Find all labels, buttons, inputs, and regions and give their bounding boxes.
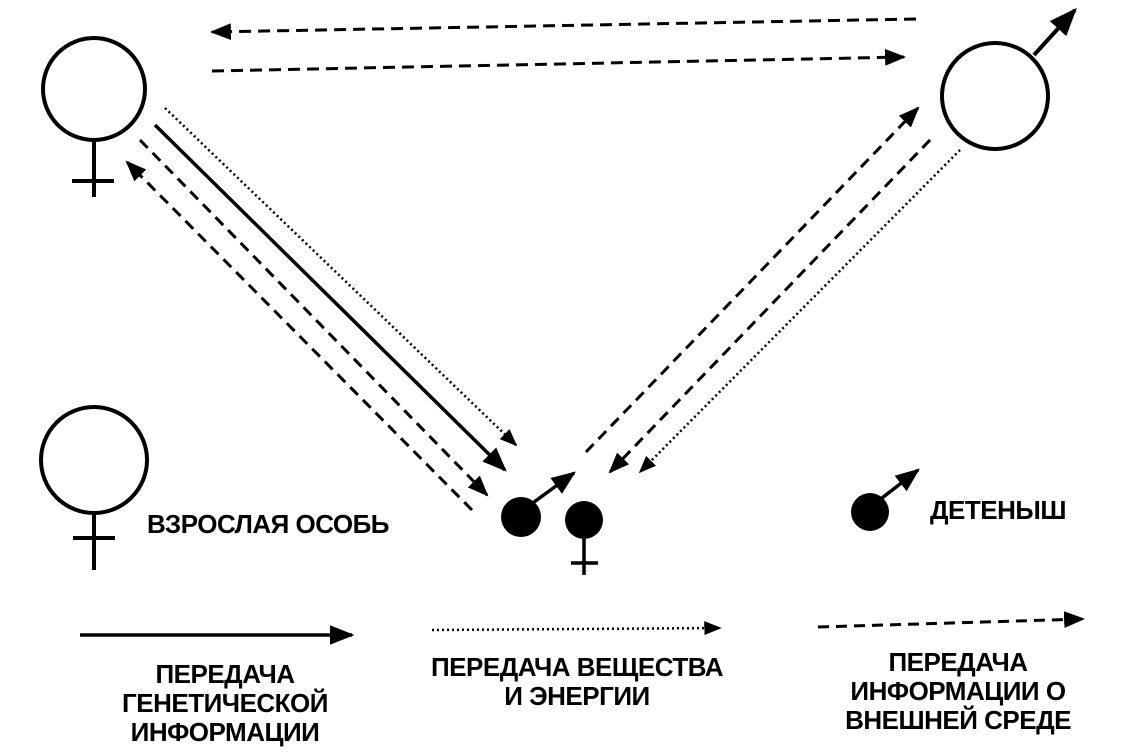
- arrow-matter-female-to-young: [164, 107, 518, 447]
- arrow-matter-male-to-young: [638, 149, 961, 474]
- legend-line-matter: [431, 621, 722, 636]
- legend-environment-line-1: ПЕРЕДАЧА: [888, 647, 1028, 677]
- label-adult: ВЗРОСЛАЯ ОСОБЬ: [147, 509, 389, 539]
- legend-environment-text: ПЕРЕДАЧА ИНФОРМАЦИИ О ВНЕШНЕЙ СРЕДЕ: [823, 648, 1093, 735]
- legend-genetic-text: ПЕРЕДАЧА ГЕНЕТИЧЕСКОЙ ИНФОРМАЦИИ: [95, 660, 355, 747]
- legend-genetic-line-1: ПЕРЕДАЧА: [155, 659, 295, 689]
- adult-male-symbol-top: [940, 7, 1077, 151]
- arrow-info-male-to-female: [209, 17, 917, 41]
- legend-matter-text: ПЕРЕДАЧА ВЕЩЕСТВА И ЭНЕРГИИ: [412, 653, 742, 711]
- legend-environment-line-2: ИНФОРМАЦИИ О: [850, 676, 1066, 706]
- legend-environment-line-3: ВНЕШНЕЙ СРЕДЕ: [845, 705, 1071, 735]
- legend-matter-line-2: И ЭНЕРГИИ: [504, 681, 650, 711]
- arrow-info-female-to-male: [211, 48, 907, 73]
- legend-matter-line-1: ПЕРЕДАЧА ВЕЩЕСТВА: [430, 652, 724, 682]
- label-juvenile: ДЕТЕНЫШ: [930, 495, 1066, 525]
- arrow-genetic-female-to-young: [153, 123, 507, 472]
- young-male-symbol-center: [501, 471, 576, 537]
- arrow-info-young-to-female: [125, 160, 474, 512]
- arrow-info-young-to-male: [584, 106, 920, 454]
- legend-adult-female-symbol: [39, 405, 149, 570]
- arrow-info-male-to-young: [608, 138, 932, 474]
- legend-line-environment: [817, 611, 1086, 629]
- legend-genetic-line-3: ИНФОРМАЦИИ: [130, 717, 320, 747]
- legend-genetic-line-2: ГЕНЕТИЧЕСКОЙ: [122, 688, 328, 718]
- legend-juvenile-male-symbol: [851, 468, 920, 531]
- adult-female-symbol-top: [41, 36, 147, 197]
- arrow-info-female-to-young: [138, 138, 489, 497]
- young-female-symbol-center: [565, 501, 603, 575]
